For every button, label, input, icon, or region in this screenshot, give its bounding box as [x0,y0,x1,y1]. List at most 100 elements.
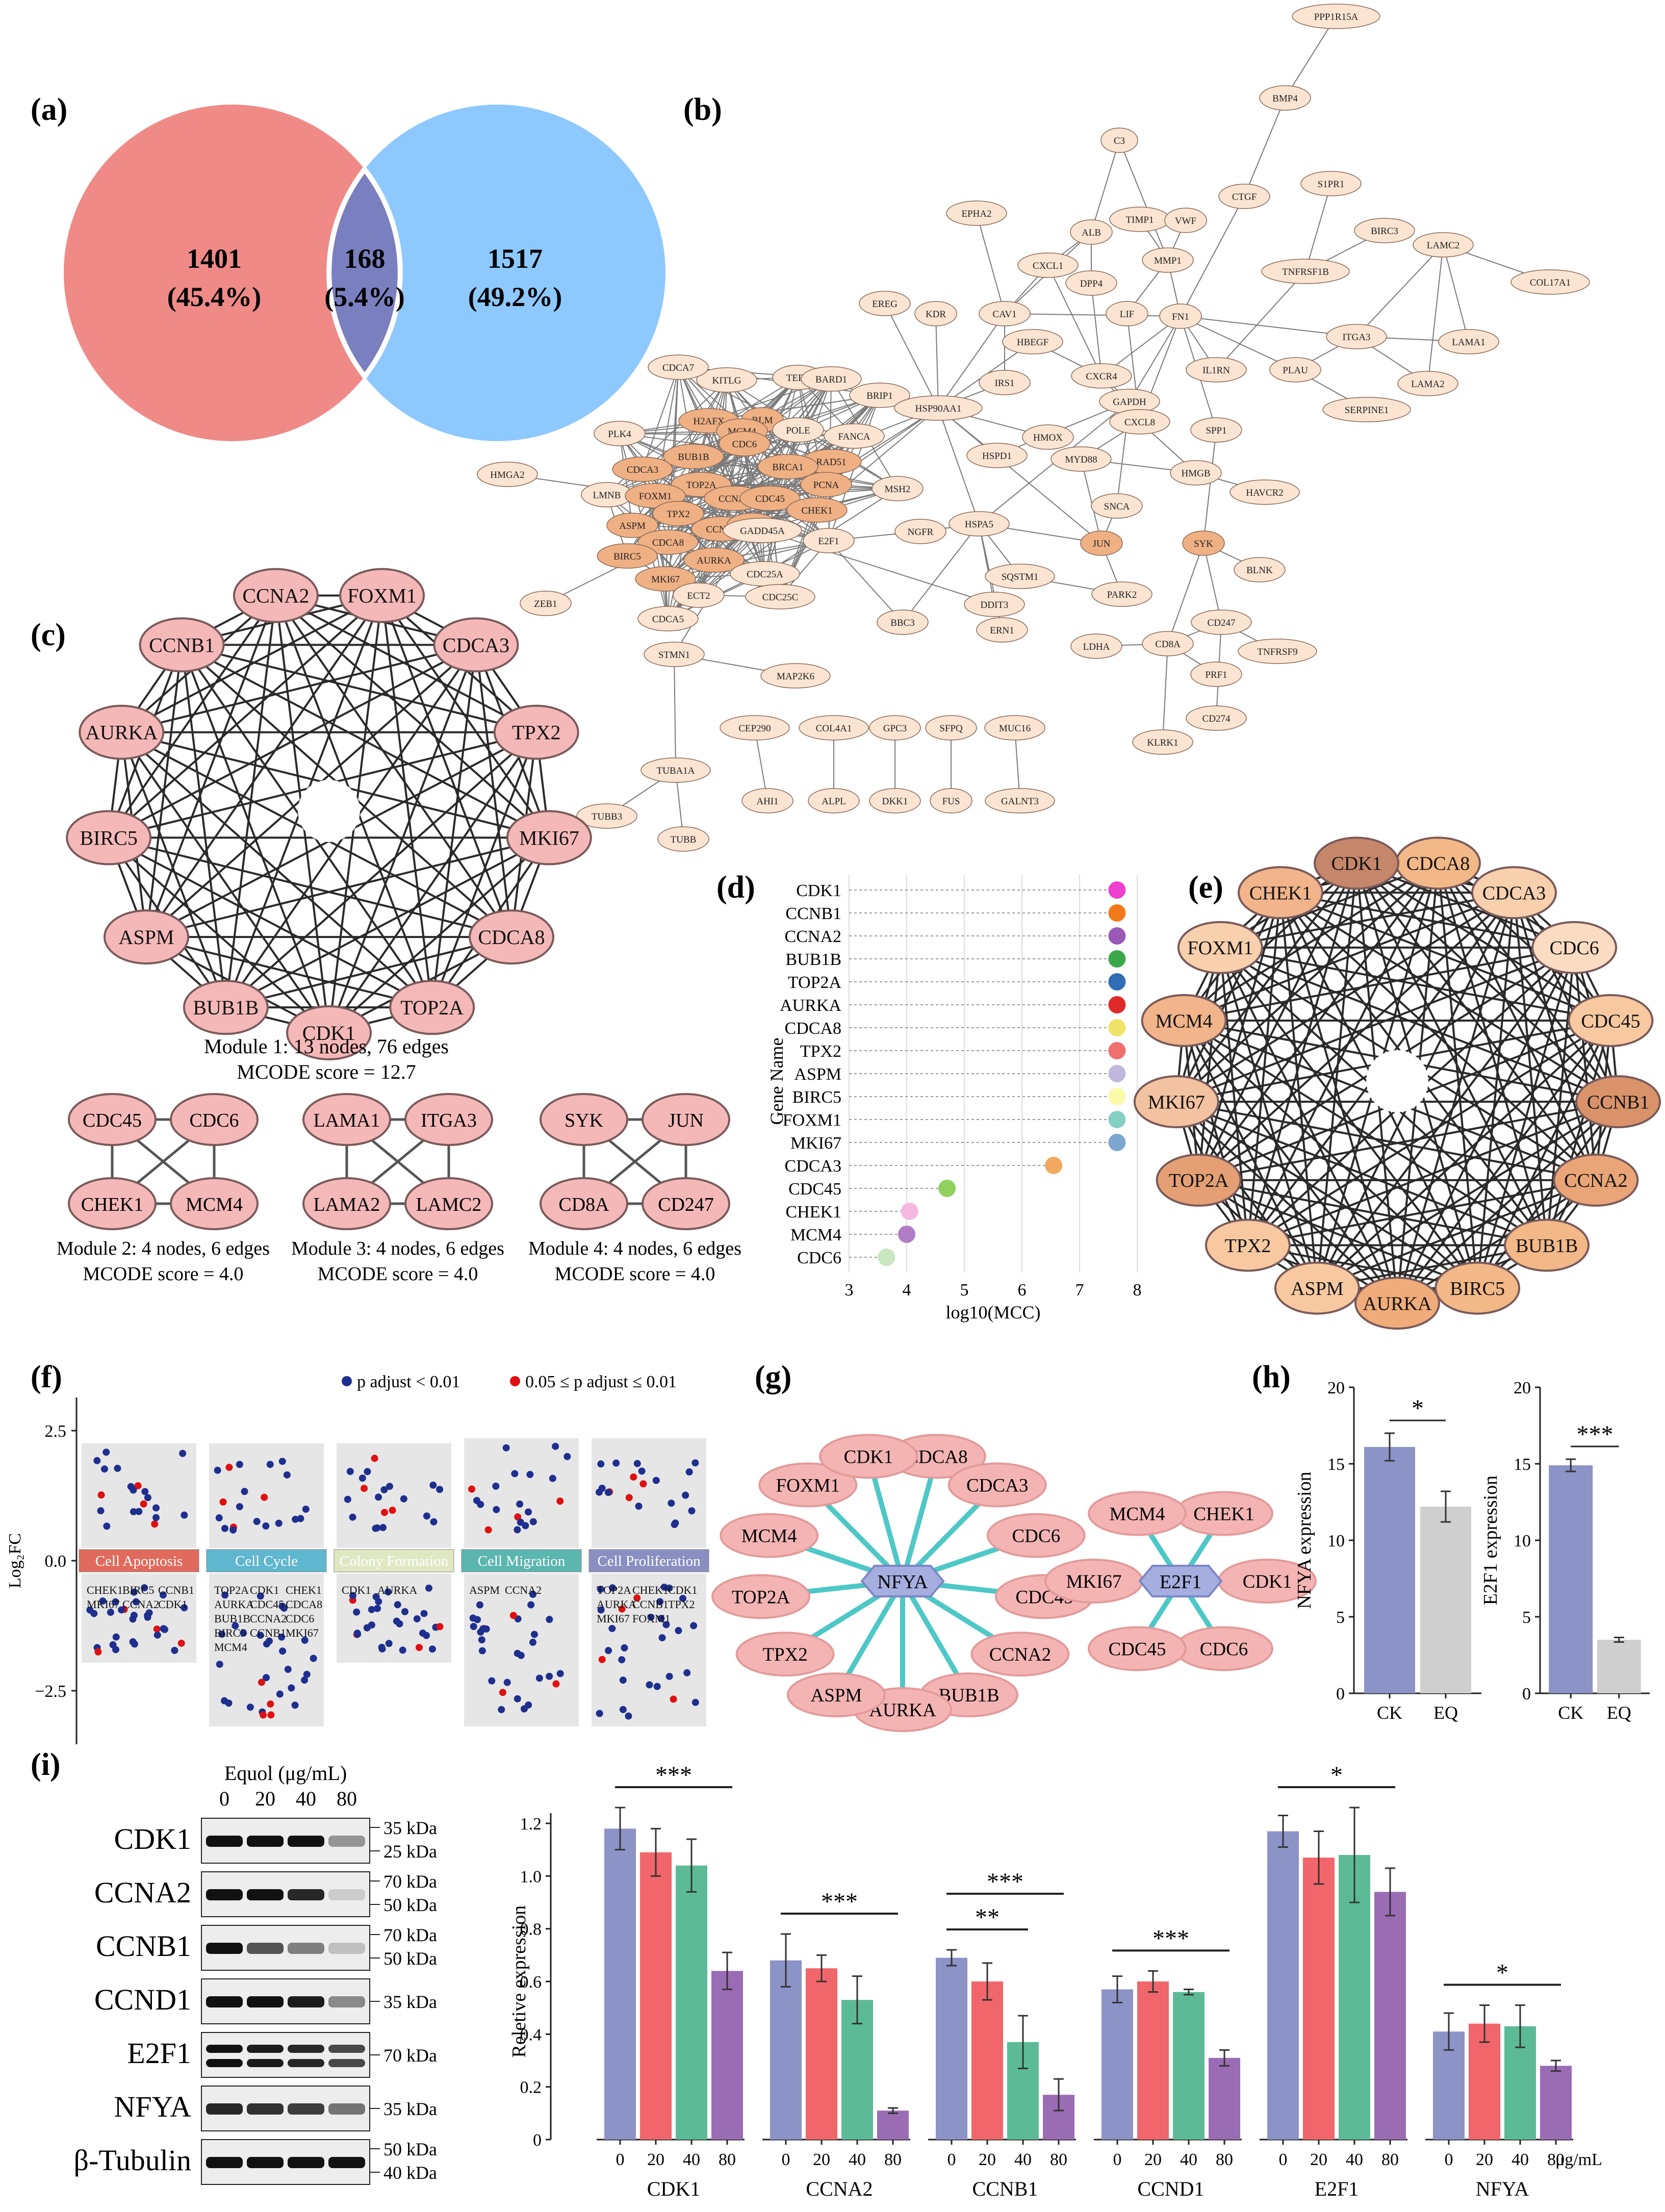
module1-edge [328,644,477,1033]
f-point-up [221,1524,228,1532]
f-gene-label: MKI67 [286,1626,319,1639]
nfya-network-target-label: MCM4 [741,1526,797,1547]
hub-edge [1197,947,1221,1181]
nfya-network-target-shape [720,1513,819,1558]
ppi-node-label: KDR [926,309,946,320]
i-subcategory-label: 80 [719,2150,736,2169]
ppi-node-shape [657,826,709,852]
f-gene-label: MKI67 [87,1598,120,1611]
d-category-label: BUB1B [785,950,841,969]
ppi-node-jun: JUN [1080,530,1123,556]
ppi-node-label: CDC45 [755,494,785,504]
ppi-node-label: CXCR4 [1086,371,1117,382]
hub-edge [1197,862,1357,1181]
i-bar-nfya-20 [1469,2023,1500,2140]
f-legend-1: p adjust < 0.01 [357,1372,460,1391]
f-point-up [151,1520,159,1528]
f-point-down [657,1615,665,1622]
d-tick-label: 7 [1075,1281,1084,1300]
module1-edge [181,644,330,1033]
i-bar-ccnb1-20 [971,1981,1003,2140]
ppi-node-spp1: SPP1 [1190,417,1242,443]
ppi-node-label: GAPDH [1113,397,1146,408]
wb-dose-label: 40 [296,1787,316,1810]
f-point-down [353,1608,361,1616]
hub-edge [1396,947,1575,1304]
ppi-node-shape [720,715,790,741]
f-point-down [310,1655,317,1662]
ppi-node-shape [612,456,673,482]
hub-edge [1198,1101,1619,1181]
hub-node-label: CDC45 [1581,1010,1640,1032]
f-point-up [236,1503,243,1511]
ppi-node-label: DDIT3 [981,600,1009,611]
e2f1-network-target-shape [1088,1626,1187,1671]
ppi-node-label: HSPD1 [982,451,1012,462]
f-point-up [685,1468,693,1476]
ppi-node-park2: PARK2 [1091,581,1152,607]
e2f1-network-target-chek1: CHEK1 [1174,1491,1273,1536]
ppi-node-shape [1186,357,1247,383]
ppi-edge [1047,265,1102,376]
module1-node-label: CCNA2 [242,584,309,607]
hub-edge [1573,947,1597,1181]
ppi-node-shape [745,584,815,609]
nfya-network-target-aspm: ASPM [786,1672,886,1718]
wb-band [288,1943,324,1954]
d-category-label: CDC45 [788,1180,841,1199]
wb-title: Equol (μg/mL) [224,1762,347,1785]
ppi-node-label: BBC3 [890,618,915,628]
ppi-node-tubb: TUBB [657,826,709,852]
wb-band [328,2157,365,2168]
i-group-label: E2F1 [1315,2177,1359,2200]
ppi-node-shape [849,383,910,408]
ppi-node-shape [1071,363,1132,389]
ppi-node-epha2: EPHA2 [946,200,1007,226]
module1-node-label: FOXM1 [347,584,417,607]
wb-band [247,2103,284,2115]
hub-edge [1355,862,1548,1246]
ppi-edge [1091,140,1120,233]
f-point-up [400,1495,407,1503]
venn-right-set [329,105,665,441]
hub-center-hole [1366,1050,1428,1112]
ppi-node-label: CEP290 [738,723,771,734]
f-category-label: Cell Migration [478,1553,566,1569]
f-point-up [635,1503,643,1510]
ppi-node-label: ITGA3 [1343,332,1371,343]
ppi-node-cdca7: CDCA7 [648,354,709,380]
f-category-label: Colony Formation [340,1553,449,1569]
module1-node-label: BIRC5 [80,826,137,849]
hub-edge [1513,892,1548,1245]
ppi-node-fus: FUS [930,788,972,813]
hub-edge [1246,892,1282,1245]
module1-node-label: ASPM [119,926,174,949]
ppi-node-vwf: VWF [1164,208,1207,233]
nfya-network-target-shape [711,1574,811,1619]
ppi-node-shape [1229,479,1300,505]
d-category-label: CDK1 [796,881,841,900]
f-point-down [246,1704,254,1711]
f-point-up [253,1518,261,1525]
d-point-aurka [1108,996,1126,1013]
ppi-node-label: FUS [942,796,960,807]
ppi-node-shape [1190,417,1242,443]
module-node-label: CDC6 [189,1110,239,1131]
d-point-foxm1 [1108,1111,1126,1128]
ppi-node-shape [1191,609,1252,635]
ppi-node-blnk: BLNK [1234,557,1286,582]
f-point-up [598,1485,606,1492]
f-point-down [679,1594,686,1602]
wb-marker-label: 50 kDa [383,2139,437,2159]
h-ytick-label: 10 [1514,1532,1531,1550]
ppi-node-label: SYK [1194,539,1213,549]
f-ylabel: Log₂FC [6,1533,24,1588]
ppi-node-cdca8: CDCA8 [637,529,699,555]
i-subcategory-label: 0 [616,2150,625,2169]
ppi-node-bub1b: BUB1B [663,444,724,469]
ppi-node-gpc3: GPC3 [869,715,921,741]
hub-edge [1220,892,1515,949]
d-category-label: MKI67 [790,1134,841,1153]
module-caption-2: MCODE score = 4.0 [318,1263,478,1285]
hub-edge [1316,947,1575,1289]
